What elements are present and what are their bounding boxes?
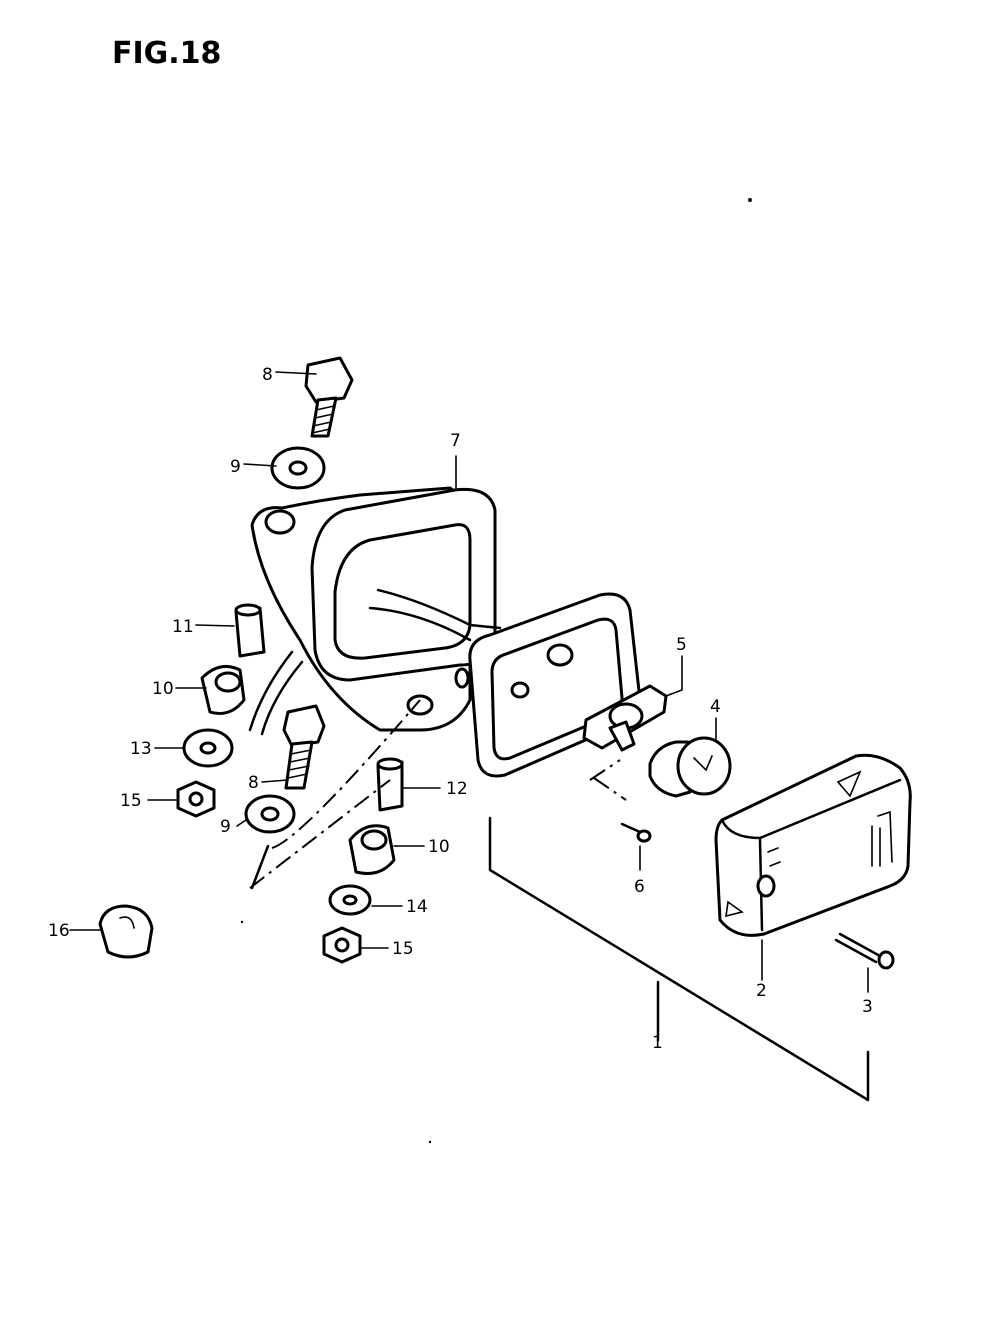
- wire: [248, 650, 294, 732]
- scan-speck: [748, 198, 752, 202]
- callout-15-left: 15: [120, 791, 142, 811]
- bolt-upper: [304, 356, 354, 438]
- bracket-housing: [250, 486, 502, 732]
- callout-6: 6: [634, 877, 645, 897]
- screw-long: [834, 932, 895, 970]
- callout-8-top: 8: [262, 365, 273, 385]
- callout-10-bottom: 10: [428, 837, 450, 857]
- figure-title: FIG.18: [112, 36, 222, 71]
- nut-upper: [176, 780, 216, 818]
- cap-nut: [98, 904, 154, 959]
- grommet-upper: [200, 664, 246, 715]
- bulb: [648, 736, 732, 798]
- washer-upper: [270, 446, 326, 490]
- nut-lower: [322, 926, 362, 964]
- grommet-lower: [348, 824, 396, 875]
- callout-11: 11: [172, 617, 194, 637]
- socket-bracket: [582, 684, 668, 752]
- callout-4: 4: [710, 697, 721, 717]
- callout-3: 3: [862, 997, 873, 1017]
- callout-14: 14: [406, 897, 428, 917]
- scan-speck: [240, 920, 244, 924]
- spacer-lower: [376, 757, 404, 812]
- callout-13: 13: [130, 739, 152, 759]
- scan-speck: [428, 1140, 432, 1144]
- callout-12: 12: [446, 779, 468, 799]
- spacer-upper: [234, 603, 266, 658]
- callout-10-top: 10: [152, 679, 174, 699]
- callout-1: 1: [652, 1033, 663, 1053]
- callout-5: 5: [676, 635, 687, 655]
- callout-9-top: 9: [230, 457, 241, 477]
- lens: [714, 753, 912, 937]
- callout-8-bottom: 8: [248, 773, 259, 793]
- callout-2: 2: [756, 981, 767, 1001]
- callout-15-right: 15: [392, 939, 414, 959]
- bolt-lower: [282, 704, 326, 790]
- leader-lines: [69, 371, 869, 993]
- assembly-lines: [249, 699, 870, 1102]
- screw-small: [620, 822, 652, 843]
- callout-7: 7: [450, 431, 461, 451]
- callout-16: 16: [48, 921, 70, 941]
- callout-9-bottom: 9: [220, 817, 231, 837]
